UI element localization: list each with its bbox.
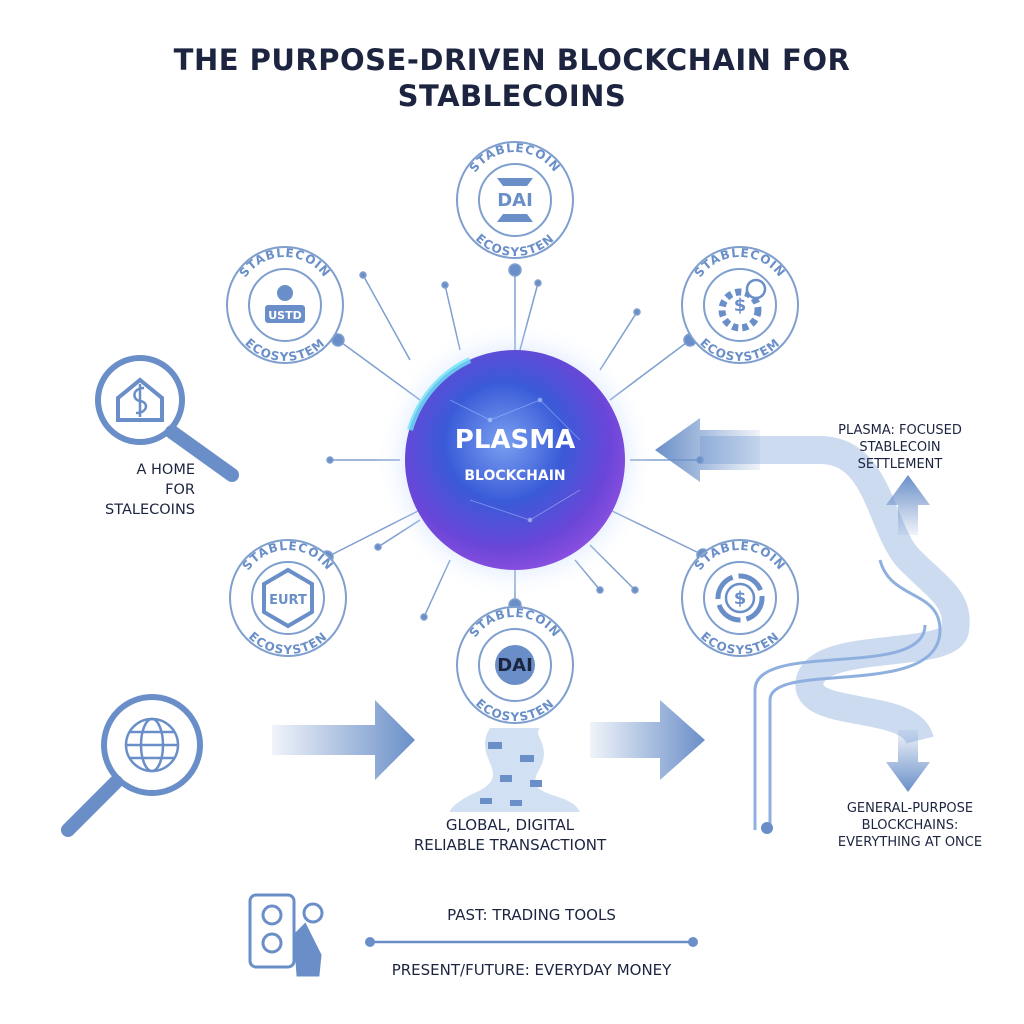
home-label-line-1: A HOME: [136, 462, 195, 478]
gear-dollar-icon: $: [734, 295, 747, 316]
arrow-right-1: [272, 700, 415, 780]
phone-payment-icon: [248, 893, 324, 977]
cycle-dollar-icon: $: [734, 588, 747, 609]
dai-icon: DAI: [497, 190, 533, 211]
home-label-line-2: FOR STALECOINS: [105, 482, 195, 518]
global-label: GLOBAL, DIGITAL RELIABLE TRANSACTIONT: [380, 815, 640, 855]
general-purpose-label: GENERAL-PURPOSE BLOCKCHAINS: EVERYTHING …: [820, 800, 1000, 851]
plasma-focus-label: PLASMA: FOCUSED STABLECOIN SETTLEMENT: [820, 422, 980, 473]
arrow-right-2: [590, 700, 705, 780]
arrow-up: [886, 475, 930, 535]
title-line-2: STABLECOINS: [397, 79, 627, 113]
user-icon: USTD: [268, 309, 302, 322]
general-label-line-1: GENERAL-PURPOSE: [846, 801, 974, 816]
plasma-focus-line-3: SETTLEMENT: [857, 457, 943, 472]
general-label-line-2: BLOCKCHAINS:: [861, 818, 959, 833]
plasma-focus-line-1: PLASMA: FOCUSED: [838, 423, 962, 438]
global-label-line-1: GLOBAL, DIGITAL: [445, 816, 575, 834]
arrow-left-to-plasma: [655, 418, 760, 482]
past-label: PAST: TRADING TOOLS: [447, 906, 616, 924]
page-title: THE PURPOSE-DRIVEN BLOCKCHAIN FOR STABLE…: [0, 42, 1024, 114]
home-search-icon: [95, 355, 239, 482]
plasma-sphere: [375, 320, 655, 600]
sphere-title: PLASMA: [455, 425, 575, 455]
arrow-down: [886, 730, 930, 792]
present-label: PRESENT/FUTURE: EVERYDAY MONEY: [391, 961, 672, 979]
general-label-line-3: EVERYTHING AT ONCE: [837, 835, 983, 850]
globe-search-icon: [61, 694, 203, 837]
global-label-line-2: RELIABLE TRANSACTIONT: [413, 836, 607, 854]
plasma-focus-line-2: STABLECOIN: [859, 440, 941, 455]
hexagon-icon: EURT: [269, 593, 307, 608]
serpentine-path: [700, 436, 970, 834]
coin-icon: DAI: [497, 655, 533, 676]
home-label: A HOME FOR STALECOINS: [80, 460, 195, 520]
title-line-1: THE PURPOSE-DRIVEN BLOCKCHAIN FOR: [173, 43, 851, 77]
sphere-subtitle: BLOCKCHAIN: [464, 468, 565, 484]
transaction-stream-icon: [450, 728, 580, 812]
